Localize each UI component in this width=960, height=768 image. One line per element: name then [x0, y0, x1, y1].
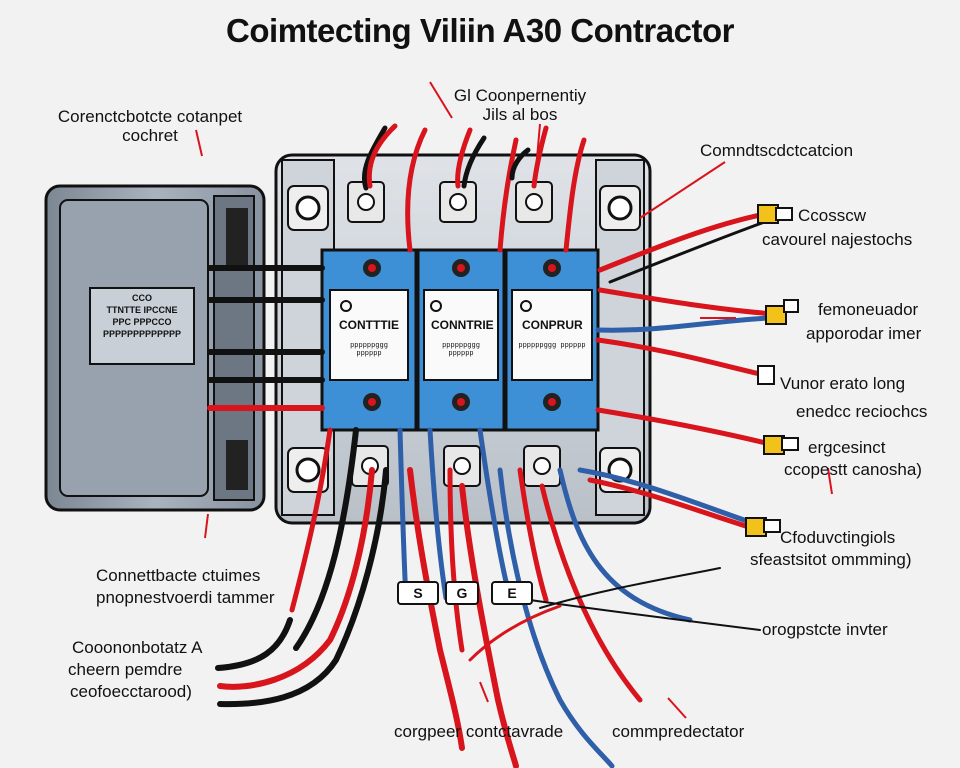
- label-top-left: Corenctcbotcte cotanpet cochret: [30, 107, 270, 145]
- label-top-center-line-1: Gl Coonpernentiy: [453, 86, 587, 105]
- plate-line-1: CCO: [132, 293, 152, 303]
- label-right-5-line-2: sfeastsitot ommming): [750, 550, 912, 569]
- module-3-text: ppppppggg pppppp: [518, 342, 586, 350]
- label-right-1-line-2: cavourel najestochs: [762, 230, 913, 249]
- label-right-6: orogpstcte invter: [762, 620, 888, 639]
- label-bottom-2: commpredectator: [612, 722, 745, 741]
- wire-tags: [397, 581, 533, 605]
- module-1-name: CONTTTIE: [339, 318, 399, 332]
- label-right-2-line-2: apporodar imer: [806, 324, 922, 343]
- label-top-left-line-2: cochret: [122, 126, 178, 145]
- label-right-1-line-1: Ccosscw: [798, 206, 867, 225]
- top-wires: [361, 123, 587, 253]
- label-left-mid-line-2: pnopnestvoerdi tammer: [96, 588, 275, 607]
- label-right-3-line-2: enedcc reciochcs: [796, 402, 928, 421]
- label-left-bottom-line-3: ceofoecctarood): [70, 682, 192, 701]
- bottom-wires: [215, 427, 761, 768]
- pole-module-1: [320, 248, 418, 432]
- label-top-center-line-2: Jils al bos: [482, 105, 558, 124]
- top-terminals: [347, 181, 553, 223]
- right-wires: [577, 211, 778, 531]
- label-top-right: Comndtscdctcatcion: [700, 141, 854, 160]
- pole-module-3: [504, 248, 600, 432]
- label-right-4-line-2: ccopestt canosha): [784, 460, 922, 479]
- label-right-4-line-1: ergcesinct: [808, 438, 886, 457]
- label-bottom-1: corgpeer contctavrade: [394, 722, 564, 741]
- wire-tag-1: S: [413, 585, 423, 601]
- enclosure-panel: [44, 184, 266, 512]
- label-left-bottom-line-1: Cooononbotatz A: [72, 638, 203, 657]
- module-3-name: CONPRUR: [522, 318, 583, 332]
- plate-line-2: TTNTTE IPCCNE: [106, 305, 178, 315]
- module-2-text: ppppppggg pppppp: [442, 342, 480, 358]
- label-right-1: Ccosscw: [798, 206, 866, 225]
- leader-lines: [195, 81, 833, 719]
- label-left-bottom-line-2: cheern pemdre: [68, 660, 183, 679]
- page-title: Coimtecting Viliin A30 Contractor: [226, 12, 734, 49]
- plate-line-4: PPPPPPPPPPPPP: [102, 329, 182, 339]
- label-top-center: Gl Coonpernentiy Jils al bos: [430, 86, 610, 124]
- wire-tag-3: E: [507, 585, 517, 601]
- wire-tag-2: G: [456, 585, 468, 601]
- module-1-text: ppppppggg pppppp: [350, 342, 388, 358]
- label-right-3-line-1: Vunor erato long: [780, 374, 906, 393]
- enclosure-wires: [207, 265, 325, 411]
- label-top-left-line-1: Corenctcbotcte cotanpet: [57, 107, 243, 126]
- plate-line-3: PPC PPPCCO: [112, 317, 172, 327]
- pole-module-2: [416, 248, 506, 432]
- module-2-name: CONNTRIE: [431, 318, 494, 332]
- label-right-5-line-1: Cfoduvctingiols: [780, 528, 896, 547]
- right-connectors: [745, 204, 799, 537]
- label-left-mid-line-1: Connettbacte ctuimes: [96, 566, 261, 585]
- label-right-2-line-1: femoneuador: [818, 300, 919, 319]
- enclosure-plate: CCO TTNTTE IPCCNE PPC PPPCCO PPPPPPPPPPP…: [92, 292, 192, 340]
